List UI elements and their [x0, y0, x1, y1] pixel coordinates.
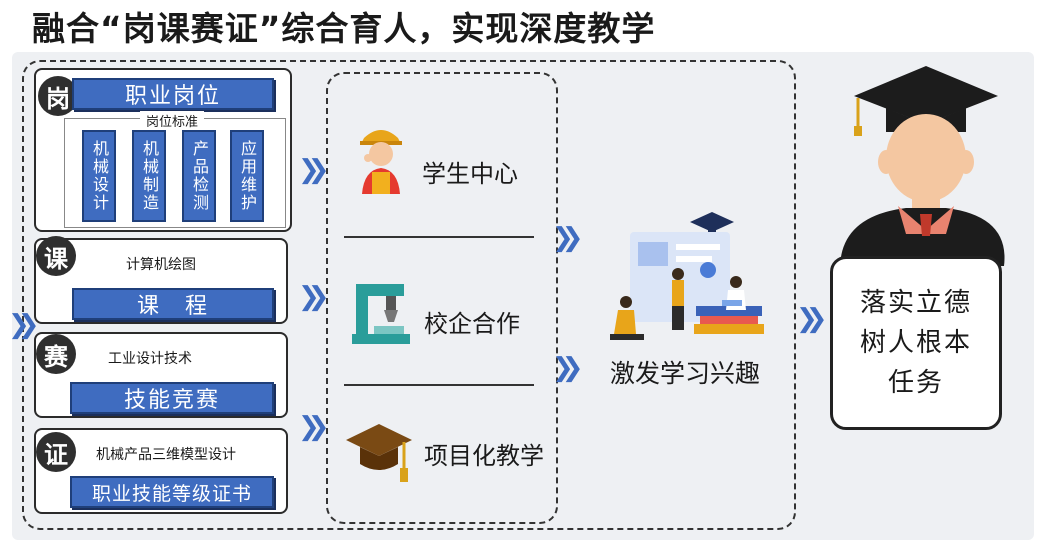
middle-item-2-label: 校企合作 — [424, 310, 520, 338]
chevron-icon-mid1: ❯❯ — [552, 223, 583, 253]
page-title: 融合“岗课赛证”综合育人，实现深度教学 — [32, 9, 656, 48]
graduate-figure-icon — [836, 66, 1006, 266]
entry-chevron-icon: ❯❯ — [8, 310, 39, 340]
students-study-illustration — [596, 210, 782, 350]
outer-dashed-frame — [22, 60, 796, 530]
interest-label: 激发学习兴趣 — [610, 359, 761, 388]
result-box: 落实立德 树人根本 任务 — [830, 256, 1002, 430]
middle-item-1-label: 学生中心 — [422, 160, 518, 188]
gang-card-2: 机械制造 — [132, 130, 166, 222]
middle-divider-1 — [344, 236, 534, 238]
zheng-badge: 证 — [36, 432, 76, 472]
result-line-2: 树人根本 — [859, 328, 972, 358]
ke-field: 计算机绘图 — [86, 250, 276, 278]
gang-card-3: 产品检测 — [182, 130, 216, 222]
factory-machine-icon — [350, 280, 412, 346]
result-line-1: 落实立德 — [859, 288, 972, 318]
chevron-icon-row1: ❯❯ — [298, 155, 329, 185]
sai-button: 技能竞赛 — [70, 382, 274, 414]
sai-field: 工业设计技术 — [78, 344, 270, 372]
middle-item-3-label: 项目化教学 — [424, 442, 544, 470]
student-worker-icon — [354, 120, 408, 194]
middle-divider-2 — [344, 384, 534, 386]
middle-dashed-frame — [326, 72, 558, 524]
gang-header: 职业岗位 — [72, 78, 274, 110]
gang-standard-label: 岗位标准 — [140, 111, 205, 130]
chevron-icon-mid2: ❯❯ — [552, 353, 583, 383]
chevron-icon-row2: ❯❯ — [298, 282, 329, 312]
gang-card-4: 应用维护 — [230, 130, 264, 222]
ke-button: 课 程 — [72, 288, 274, 320]
gang-card-1: 机械设计 — [82, 130, 116, 222]
zheng-button: 职业技能等级证书 — [70, 476, 274, 508]
sai-badge: 赛 — [36, 334, 76, 374]
result-line-3: 任务 — [887, 368, 944, 398]
ke-badge: 课 — [36, 236, 76, 276]
gang-badge: 岗 — [38, 76, 78, 116]
chevron-icon-result: ❯❯ — [796, 304, 827, 334]
result-text: 落实立德 树人根本 任务 — [860, 283, 972, 403]
chevron-icon-row3: ❯❯ — [298, 412, 329, 442]
zheng-field: 机械产品三维模型设计 — [78, 440, 270, 468]
graduation-cap-icon — [344, 420, 414, 484]
